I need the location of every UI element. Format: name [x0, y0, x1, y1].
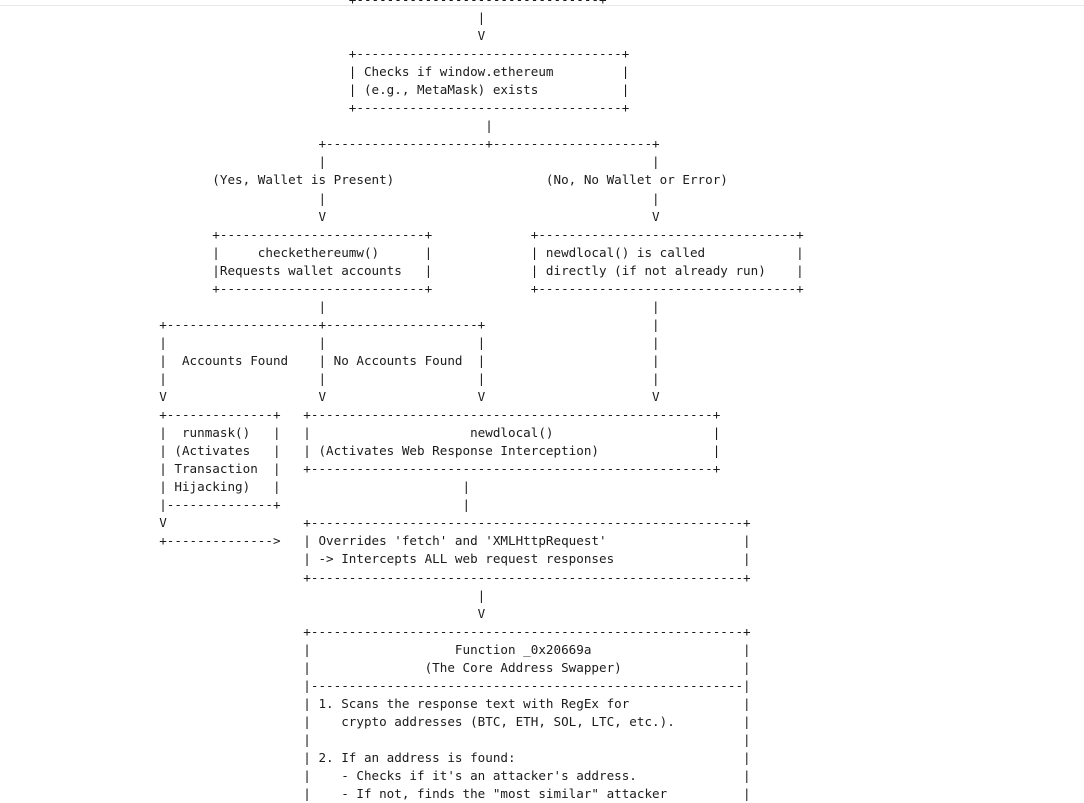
top-divider-rule	[0, 0, 1084, 6]
ascii-flowchart-text: +--------------------------------+ | V	[159, 0, 804, 802]
